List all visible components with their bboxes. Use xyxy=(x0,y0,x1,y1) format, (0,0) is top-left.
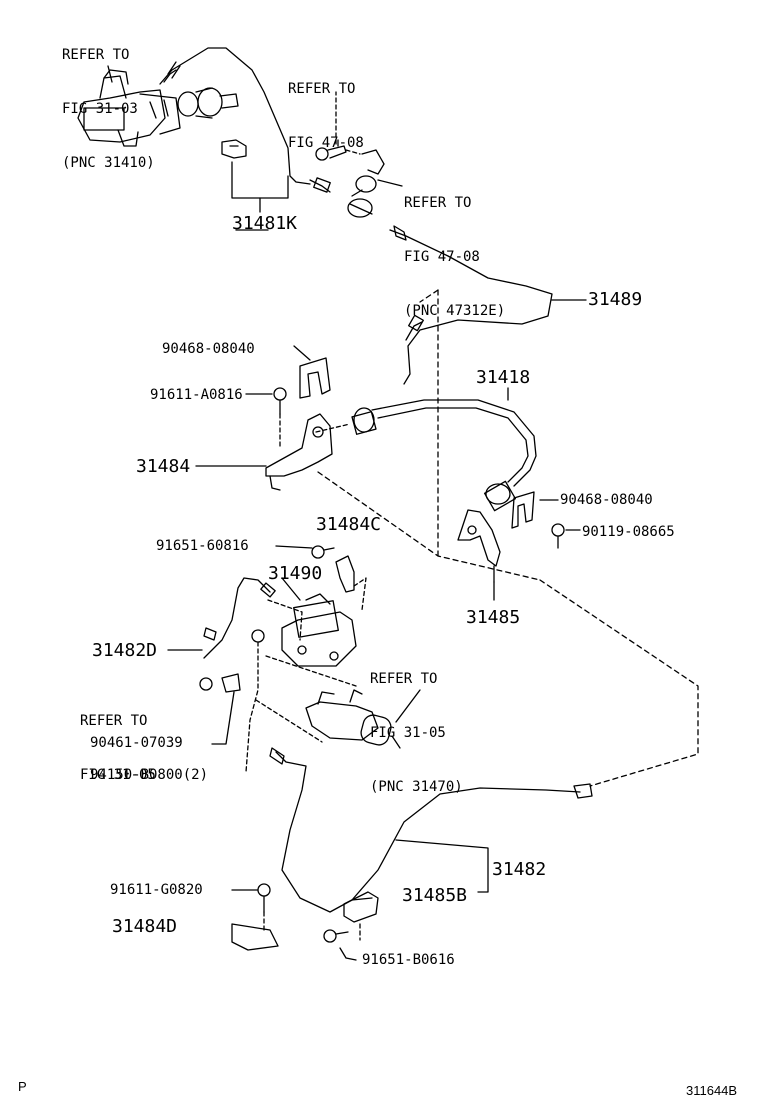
ref-fig47-08a: REFER TO FIG 47-08 xyxy=(288,44,364,170)
ref-fig31-05b-line1: REFER TO xyxy=(80,713,148,729)
ref-fig47-08b: REFER TO FIG 47-08 (PNC 47312E) xyxy=(404,158,505,338)
part-91651-60816: 91651-60816 xyxy=(156,538,249,554)
part-31482: 31482 xyxy=(492,859,547,880)
part-31481K: 31481K xyxy=(232,213,298,234)
pipe-31482D xyxy=(203,577,276,659)
bracket-31484C xyxy=(335,555,355,593)
valve-31490 xyxy=(281,593,357,667)
part-31484D: 31484D xyxy=(112,916,178,937)
part-91651-B0616: 91651-B0616 xyxy=(362,952,455,968)
bolt-91611-G0820 xyxy=(257,883,271,913)
nut-94150-B0800 xyxy=(245,629,265,773)
part-31489: 31489 xyxy=(588,289,643,310)
bolt-91651-B0616 xyxy=(323,929,349,943)
ref-fig31-05a-line3: (PNC 31470) xyxy=(370,779,463,795)
ref-fig31-05a-line1: REFER TO xyxy=(370,671,438,687)
ref-fig31-05b-line2: FIG 31-05 xyxy=(80,767,156,783)
part-31485B: 31485B xyxy=(402,885,468,906)
part-31418: 31418 xyxy=(476,367,531,388)
part-90468-08040-upper: 90468-08040 xyxy=(162,341,255,357)
ref-fig47-08a-line1: REFER TO xyxy=(288,81,356,97)
ref-fig31-05b: REFER TO FIG 31-05 xyxy=(80,676,156,802)
bolt-90119-08665 xyxy=(551,523,565,549)
bolt-91651-60816 xyxy=(311,545,335,559)
clip-90468-08040-upper xyxy=(299,357,331,399)
clip-90468-08040-lower xyxy=(511,491,535,529)
ref-fig31-03-line1: REFER TO xyxy=(62,47,130,63)
bolt-47-08 xyxy=(315,139,347,161)
part-94150-B0800: 94150-B0800(2) xyxy=(90,767,209,783)
clip-31481K xyxy=(221,139,247,159)
part-90461-07039: 90461-07039 xyxy=(90,735,183,751)
part-31482D: 31482D xyxy=(92,640,158,661)
part-91611-G0820: 91611-G0820 xyxy=(110,882,203,898)
part-31484C: 31484C xyxy=(316,514,382,535)
pipe-31481K xyxy=(159,47,331,193)
part-90468-08040-lower: 90468-08040 xyxy=(560,492,653,508)
ref-fig31-05a: REFER TO FIG 31-05 (PNC 31470) xyxy=(370,634,463,814)
bolt-91611-A0816 xyxy=(273,387,287,415)
part-90119-08665: 90119-08665 xyxy=(582,524,675,540)
ref-fig31-03-line2: FIG 31-03 xyxy=(62,101,138,117)
figure-code: 311644B xyxy=(686,1083,738,1098)
corner-left-mark: P xyxy=(18,1079,27,1094)
ref-fig47-08b-line3: (PNC 47312E) xyxy=(404,303,506,319)
ref-fig47-08a-line2: FIG 47-08 xyxy=(288,135,364,151)
release-cylinder xyxy=(305,689,401,749)
clutch-master-cylinder xyxy=(77,69,239,147)
clamp-31485B xyxy=(343,891,379,923)
ref-fig31-05a-line2: FIG 31-05 xyxy=(370,725,446,741)
bracket-31484D xyxy=(231,923,279,951)
bracket-31484 xyxy=(265,413,333,491)
clip-90461-07039 xyxy=(199,673,241,693)
pipe-31482 xyxy=(269,747,593,913)
ref-fig47-08b-line1: REFER TO xyxy=(404,195,472,211)
part-31485: 31485 xyxy=(466,607,521,628)
ref-fig47-08b-line2: FIG 47-08 xyxy=(404,249,480,265)
ref-fig31-03-line3: (PNC 31410) xyxy=(62,155,155,171)
part-31490: 31490 xyxy=(268,563,323,584)
clamp-47312E xyxy=(347,149,385,218)
pipe-31489 xyxy=(389,225,553,385)
ref-fig31-03: REFER TO FIG 31-03 (PNC 31410) xyxy=(62,10,155,190)
hose-31418 xyxy=(351,399,537,512)
part-91611-A0816: 91611-A0816 xyxy=(150,387,243,403)
bracket-31485 xyxy=(457,509,501,583)
part-31484: 31484 xyxy=(136,456,191,477)
